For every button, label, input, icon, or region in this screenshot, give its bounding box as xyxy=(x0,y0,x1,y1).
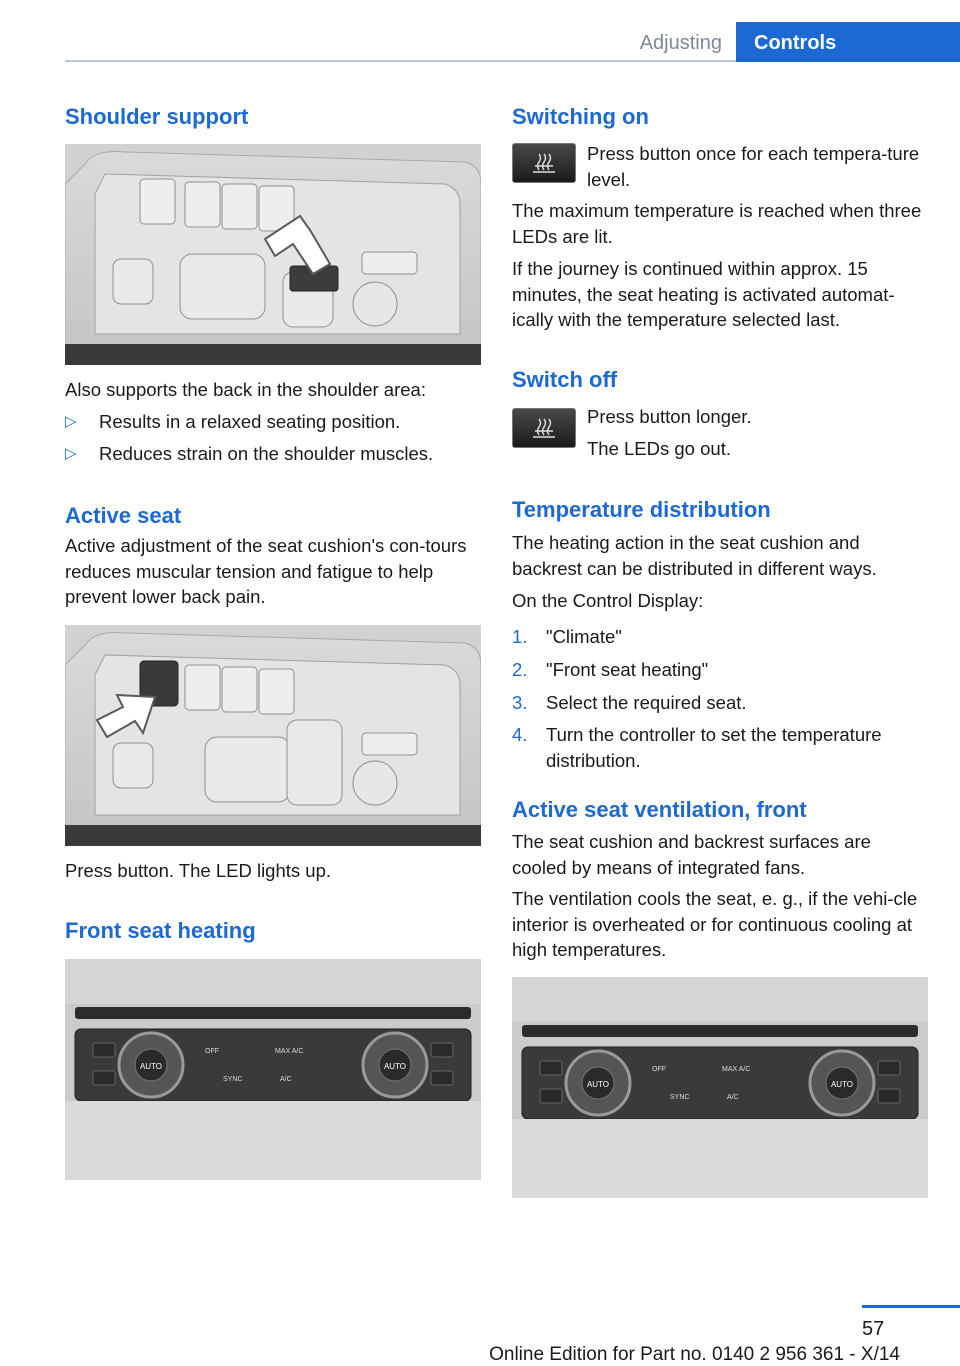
auto-label: AUTO xyxy=(140,1062,162,1071)
header-rule xyxy=(65,60,960,62)
off-label: OFF xyxy=(652,1066,666,1073)
temperature-distribution-heading: Temperature distribution xyxy=(512,497,771,522)
switching-on-p2: If the journey is continued within appro… xyxy=(512,258,895,330)
shoulder-support-heading: Shoulder support xyxy=(65,104,249,129)
max-ac-label: MAX A/C xyxy=(275,1048,303,1055)
auto-label: AUTO xyxy=(831,1080,853,1089)
switch-off-instruction: Press button longer. xyxy=(587,406,752,427)
shoulder-support-intro: Also supports the back in the shoulder a… xyxy=(65,379,426,400)
page-number: 57 xyxy=(862,1318,885,1340)
switch-off-heading: Switch off xyxy=(512,367,618,392)
auto-label: AUTO xyxy=(384,1062,406,1071)
switching-on-heading: Switching on xyxy=(512,104,649,129)
switch-off-result: The LEDs go out. xyxy=(587,438,731,459)
active-seat-text: Active adjustment of the seat cushion's … xyxy=(65,535,467,607)
off-label: OFF xyxy=(205,1048,219,1055)
sync-label: SYNC xyxy=(670,1094,689,1101)
active-seat-figure xyxy=(65,625,481,846)
bullet-marker: ▷ xyxy=(65,445,77,462)
max-ac-label: MAX A/C xyxy=(722,1066,750,1073)
active-seat-caption: Press button. The LED lights up. xyxy=(65,860,332,881)
seat-ventilation-p1: The seat cushion and backrest surfaces a… xyxy=(512,831,871,878)
seat-ventilation-p2: The ventilation cools the seat, e. g., i… xyxy=(512,888,918,960)
footer-rule xyxy=(862,1305,960,1308)
auto-label: AUTO xyxy=(587,1080,609,1089)
temperature-distribution-p1: The heating action in the seat cushion a… xyxy=(512,532,877,579)
header-section: Adjusting xyxy=(639,32,722,54)
ventilation-panel-figure: AUTO AUTO OFF MAX A/C SYNC A/C xyxy=(512,977,928,1198)
switching-on-instruction: Press button once for each tempera-ture … xyxy=(587,143,920,190)
climate-panel-figure: AUTO AUTO OFF MAX A/C SYNC A/C xyxy=(65,959,481,1180)
header-chapter-tab: Controls xyxy=(736,22,960,62)
sync-label: SYNC xyxy=(223,1076,242,1083)
shoulder-support-figure xyxy=(65,144,481,365)
ac-label: A/C xyxy=(727,1094,739,1101)
seat-ventilation-heading: Active seat ventilation, front xyxy=(512,797,807,822)
temperature-distribution-p2: On the Control Display: xyxy=(512,590,704,611)
edition-line: Online Edition for Part no. 0140 2 956 3… xyxy=(489,1344,900,1365)
ac-label: A/C xyxy=(280,1076,292,1083)
active-seat-heading: Active seat xyxy=(65,503,182,528)
switching-on-p1: The maximum temperature is reached when … xyxy=(512,200,922,247)
bullet-marker: ▷ xyxy=(65,413,77,430)
seat-heating-button-icon xyxy=(512,143,576,183)
front-seat-heating-heading: Front seat heating xyxy=(65,918,256,943)
seat-heating-button-icon xyxy=(512,408,576,448)
